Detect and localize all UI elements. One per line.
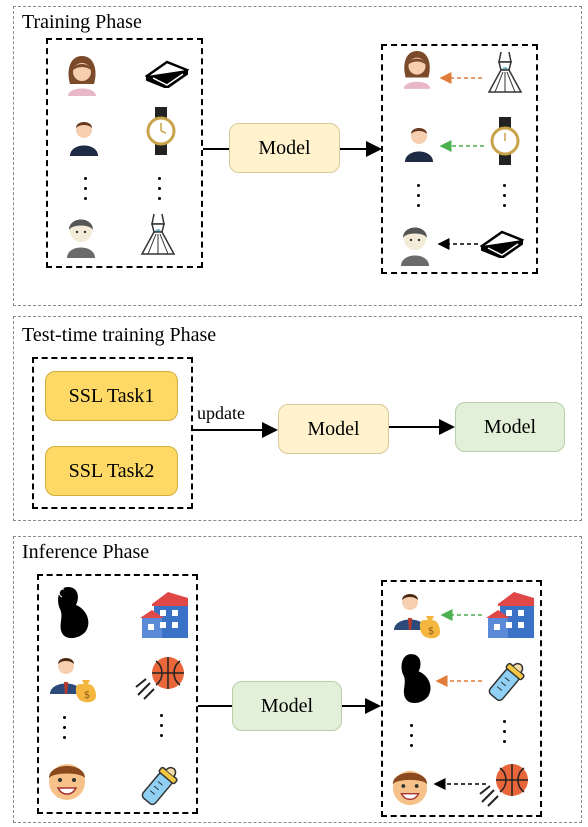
businessman-icon: $	[394, 594, 440, 639]
update-label: update	[197, 403, 245, 423]
pregnant-woman-icon	[58, 587, 89, 639]
book-icon	[480, 230, 524, 258]
ssl-task-group	[32, 357, 193, 509]
ttt-model-node-1: Model	[278, 404, 389, 454]
svg-text:$: $	[428, 626, 434, 637]
training-input-group	[46, 38, 203, 268]
inference-phase-panel	[13, 536, 582, 823]
inference-phase-title: Inference Phase	[22, 541, 150, 563]
businessman-icon: $	[50, 658, 96, 703]
training-output-ellipsis-left	[417, 184, 421, 208]
smiling-boy-icon	[49, 764, 85, 800]
training-input-ellipsis-left	[84, 177, 88, 201]
training-output-group	[381, 44, 538, 274]
training-output-ellipsis-right	[503, 184, 507, 208]
ssl-task1-node: SSL Task1	[45, 371, 178, 421]
boy-avatar-icon	[401, 227, 429, 266]
woman-avatar-icon	[403, 51, 431, 89]
man-avatar-icon	[405, 128, 433, 162]
smiling-boy-icon	[392, 770, 428, 806]
inference-input-ellipsis-left	[63, 716, 67, 740]
ttt-phase-panel	[13, 316, 582, 521]
baby-bottle-icon	[488, 662, 525, 702]
woman-avatar-icon	[68, 56, 96, 96]
baby-bottle-icon	[141, 766, 178, 806]
ttt-phase-title: Test-time training Phase	[22, 324, 217, 346]
house-icon	[486, 592, 534, 638]
book-icon	[145, 60, 189, 88]
man-avatar-icon	[70, 122, 98, 156]
training-input-ellipsis-right	[158, 177, 162, 201]
inference-input-group	[37, 574, 198, 814]
dress-icon	[140, 213, 176, 255]
ttt-model-node-2: Model	[455, 402, 565, 452]
ssl-task2-node: SSL Task2	[45, 446, 178, 496]
watch-icon	[490, 117, 520, 165]
inference-model-node: Model	[232, 681, 342, 731]
house-icon	[140, 592, 188, 638]
inference-input-ellipsis-right	[160, 714, 164, 738]
inference-output-group	[381, 580, 542, 817]
inference-output-ellipsis-right	[503, 720, 507, 744]
training-model-node: Model	[229, 123, 340, 173]
svg-text:$: $	[84, 690, 90, 701]
training-phase-panel	[13, 6, 582, 306]
training-phase-title: Training Phase	[22, 11, 142, 33]
watch-icon	[146, 107, 176, 155]
inference-output-ellipsis-left	[410, 724, 414, 748]
dress-icon	[487, 51, 523, 93]
boy-avatar-icon	[67, 219, 95, 258]
pregnant-woman-icon	[401, 654, 431, 704]
basketball-icon	[135, 657, 184, 700]
basketball-icon	[479, 764, 528, 807]
